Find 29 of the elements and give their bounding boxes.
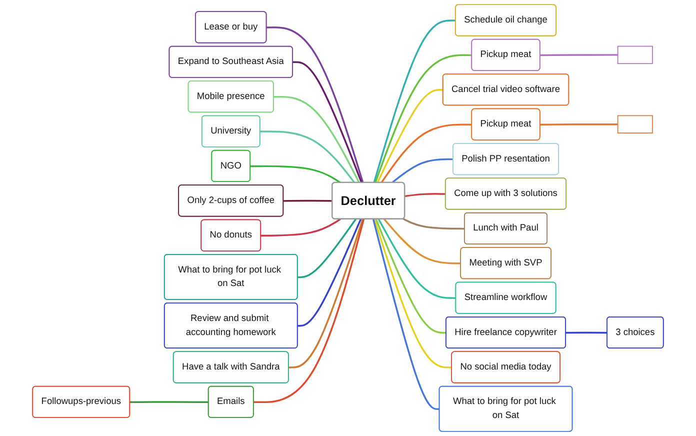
connector <box>250 165 341 184</box>
connector <box>266 26 364 183</box>
connector <box>374 218 452 368</box>
connector <box>404 193 446 198</box>
connector <box>288 218 364 368</box>
connector <box>380 124 472 184</box>
connector <box>373 20 456 183</box>
connector <box>274 96 360 184</box>
connector <box>130 401 209 404</box>
connector <box>260 130 356 184</box>
connector <box>374 54 472 184</box>
connector <box>540 54 618 56</box>
connector <box>254 218 365 404</box>
node-box <box>617 115 653 134</box>
connector <box>540 123 618 126</box>
connector <box>384 218 461 264</box>
connector <box>292 61 362 184</box>
connector <box>298 218 362 327</box>
connector <box>375 218 446 334</box>
connector <box>376 89 444 184</box>
connector <box>260 218 341 236</box>
connector <box>378 218 456 299</box>
connector <box>298 218 357 278</box>
connector <box>283 200 332 202</box>
node-box <box>617 46 653 64</box>
connector <box>566 332 608 334</box>
connector <box>402 218 465 230</box>
connector <box>392 158 454 184</box>
connector <box>372 218 440 410</box>
